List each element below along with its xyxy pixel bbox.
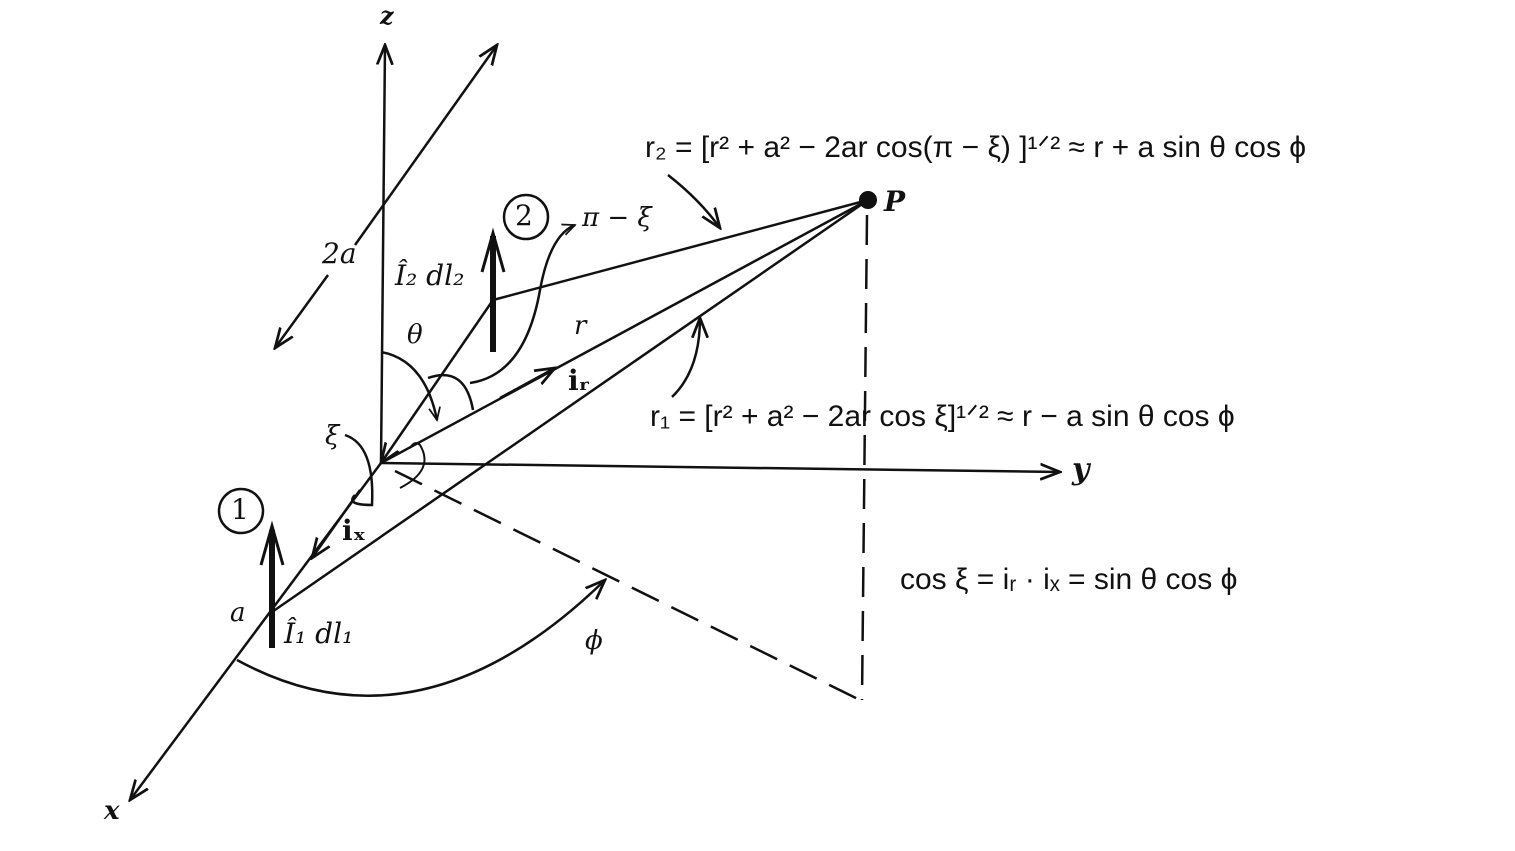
r1-line	[271, 198, 869, 614]
pi-minus-xi-label: π − ξ	[582, 203, 652, 233]
r2-equation: r₂ = [r² + a² − 2ar cos(π − ξ) ]¹ᐟ² ≈ r …	[645, 131, 1307, 164]
unit-x-label: iₓ	[342, 514, 366, 547]
point-p-dot	[859, 191, 877, 209]
unit-r-arrow	[499, 368, 555, 400]
element-2-number: 2	[515, 199, 533, 232]
phi-arc	[236, 580, 605, 697]
theta-label: θ	[407, 320, 423, 350]
y-axis	[380, 461, 1060, 472]
z-axis	[381, 45, 385, 464]
r1-equation: r₁ = [r² + a² − 2ar cos ξ]¹ᐟ² ≈ r − a si…	[650, 400, 1235, 433]
cos-xi-equation: cos ξ = iᵣ · iₓ = sin θ cos ϕ	[900, 563, 1238, 596]
theta-arc	[380, 350, 437, 420]
pi-minus-xi-pointer	[469, 225, 575, 385]
spacing-label: 2a	[322, 237, 357, 270]
x-axis-label: x	[104, 796, 120, 826]
element-1-number: 1	[231, 493, 249, 526]
z-axis-label: z	[380, 1, 394, 30]
pi-minus-xi-arc	[427, 373, 475, 411]
r1-pointer	[671, 318, 700, 398]
xi-label: ξ	[325, 421, 340, 451]
offset-a-label: a	[230, 598, 246, 628]
y-axis-label: y	[1072, 452, 1090, 487]
element-1-circle	[217, 487, 265, 535]
xi-arc-2	[399, 442, 426, 489]
r-label: r	[574, 311, 587, 341]
current-element-2-label: Î₂ dl₂	[395, 259, 465, 292]
r2-line	[492, 198, 869, 302]
r2-pointer	[667, 174, 720, 228]
unit-r-label: iᵣ	[568, 364, 591, 397]
element2-position-line	[381, 299, 495, 463]
dimension-2a-down	[275, 274, 330, 348]
xi-arc	[344, 433, 374, 507]
current-element-1-label: Î₁ dl₁	[284, 617, 354, 650]
projection-line	[394, 469, 861, 702]
p-drop-line	[860, 214, 869, 701]
phi-label: ϕ	[585, 626, 603, 656]
r-line	[380, 198, 869, 465]
point-p-label: P	[884, 185, 906, 218]
element-2-circle	[502, 193, 550, 241]
dimension-2a-up	[353, 45, 497, 246]
